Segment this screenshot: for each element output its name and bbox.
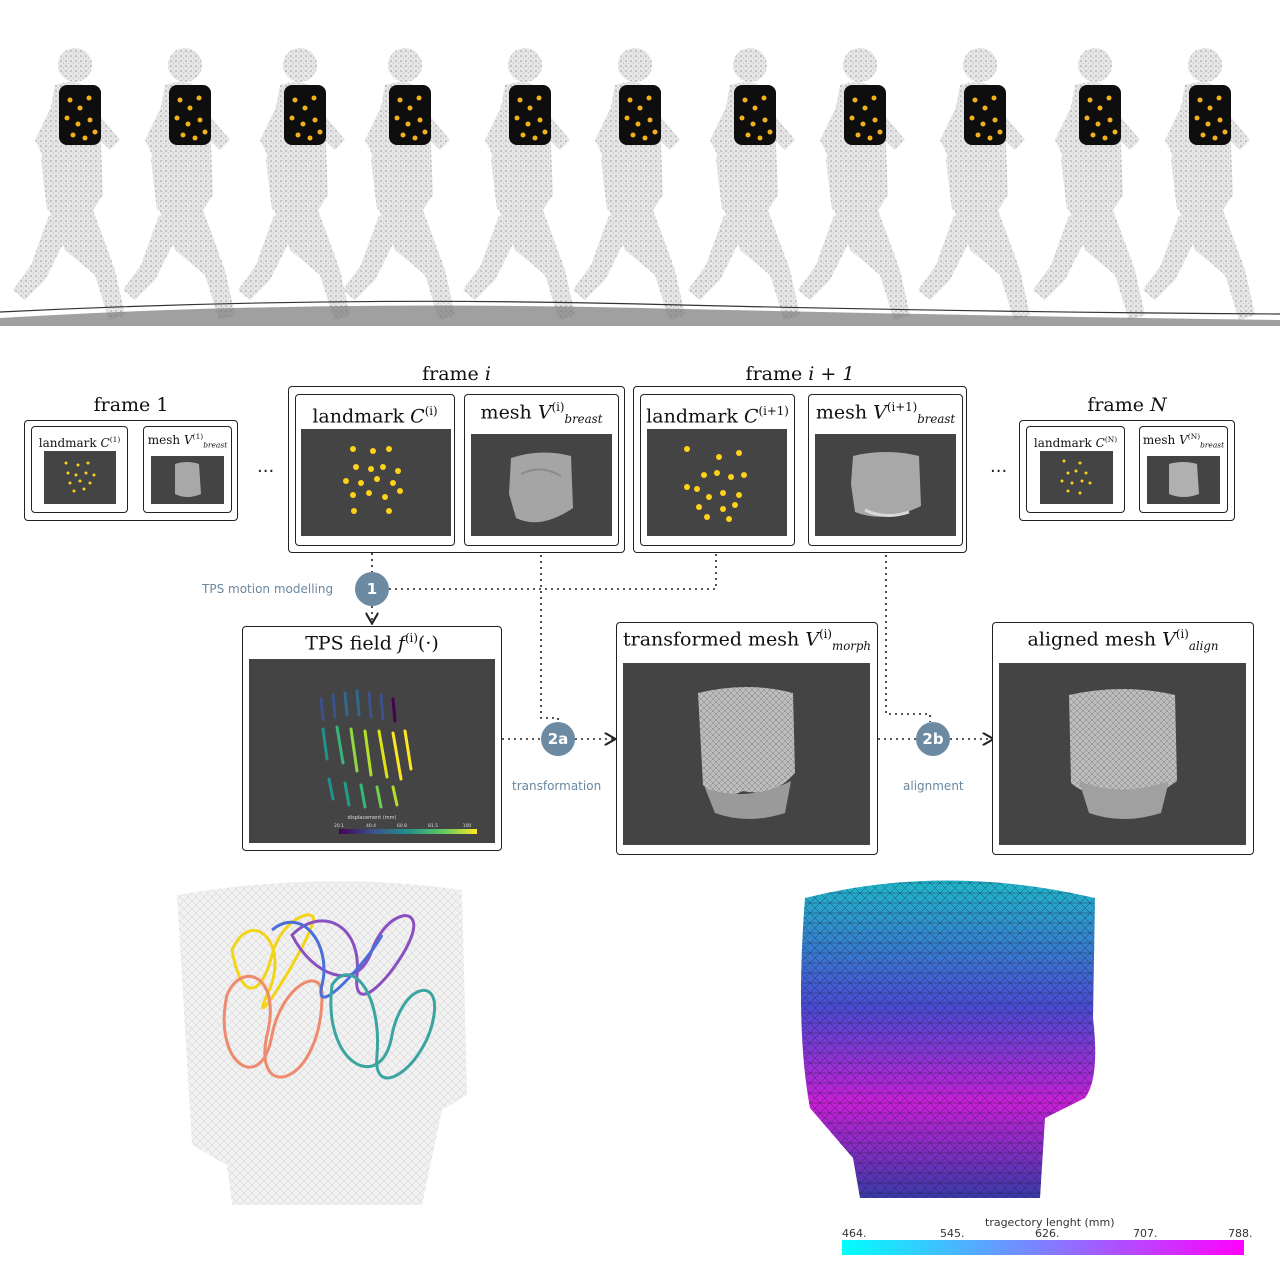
alignment-label: alignment [903,779,964,793]
step-1-badge: 1 [355,572,389,606]
colorbar-tick: 100 [463,823,472,829]
transformed-mesh-panel [623,663,870,845]
tps-field-title: TPS field f(i)(·) [305,631,439,655]
frame-n-title: frame N [1087,394,1167,416]
frame-i1-title: frame i + 1 [745,363,855,385]
trajectory-colorbar [842,1240,1244,1255]
ellipsis-left: ... [257,456,275,477]
colorbar-tick: 60.8 [397,823,407,829]
colorbar-tick: 20.1 [334,823,344,829]
breast-mesh-image [509,452,573,523]
landmark-points [1060,459,1092,495]
aligned-mesh-image [1069,689,1177,819]
step-2b-badge: 2b [916,722,950,756]
trajectory-tick: 788. [1228,1227,1253,1240]
frame-1-landmark-title: landmark C(1) [38,435,121,450]
transformed-mesh-image [698,687,795,819]
trajectory-tick: 545. [940,1227,965,1240]
tps-vector-field: displacement (mm) 20.1 40.4 60.8 81.5 10… [319,689,477,834]
running-sequence [0,48,1280,326]
aligned-mesh-title: aligned mesh V(i)align [1027,627,1219,654]
frame-i1-landmark-title: landmark C(i+1) [646,404,789,428]
trajectory-tick: 626. [1035,1227,1060,1240]
step-2a-badge: 2a [541,722,575,756]
frame-n-mesh-panel [1147,456,1220,504]
breast-mesh-image [175,462,201,497]
frame-i-landmark-panel [301,429,451,536]
ellipsis-right: ... [990,456,1008,477]
frame-1-landmark-panel [44,451,116,504]
landmark-points [343,446,403,514]
frame-i-mesh-title: mesh V(i)breast [480,400,603,427]
frame-n-landmark-title: landmark C(N) [1033,435,1118,450]
viridis-colorbar [339,829,477,834]
transformation-label: transformation [512,779,602,793]
frame-i-mesh-panel [471,434,612,536]
frame-i1-landmark-panel [647,429,787,536]
trajectories-mesh [177,881,467,1205]
breast-mesh-image [851,452,921,517]
colorbar-tick: 81.5 [428,823,438,829]
aligned-mesh-panel [999,663,1246,845]
frame-1-mesh-panel [151,456,224,504]
frame-1-mesh-title: mesh V(1)breast [147,432,228,450]
frame-1-title: frame 1 [93,394,169,416]
trajectory-tick: 464. [842,1227,867,1240]
trajectory-length-mesh [801,880,1096,1198]
tps-field-panel: displacement (mm) 20.1 40.4 60.8 81.5 10… [249,659,495,843]
transformed-mesh-title: transformed mesh V(i)morph [622,627,872,654]
frame-i-title: frame i [422,363,491,385]
landmark-points [684,446,747,522]
colorbar-tick: 40.4 [366,823,376,829]
frame-i1-mesh-panel [815,434,956,536]
frame-i-landmark-title: landmark C(i) [312,404,438,428]
frame-n-mesh-title: mesh V(N)breast [1142,432,1225,450]
breast-mesh-image [1169,462,1199,497]
trajectory-colorbar-title: tragectory lenght (mm) [985,1216,1115,1229]
tps-motion-modelling-label: TPS motion modelling [202,582,334,596]
trajectory-tick: 707. [1133,1227,1158,1240]
frame-n-landmark-panel [1040,451,1113,504]
colorbar-title: displacement (mm) [348,815,397,821]
landmark-points [64,461,96,493]
frame-i1-mesh-title: mesh V(i+1)breast [815,400,956,427]
